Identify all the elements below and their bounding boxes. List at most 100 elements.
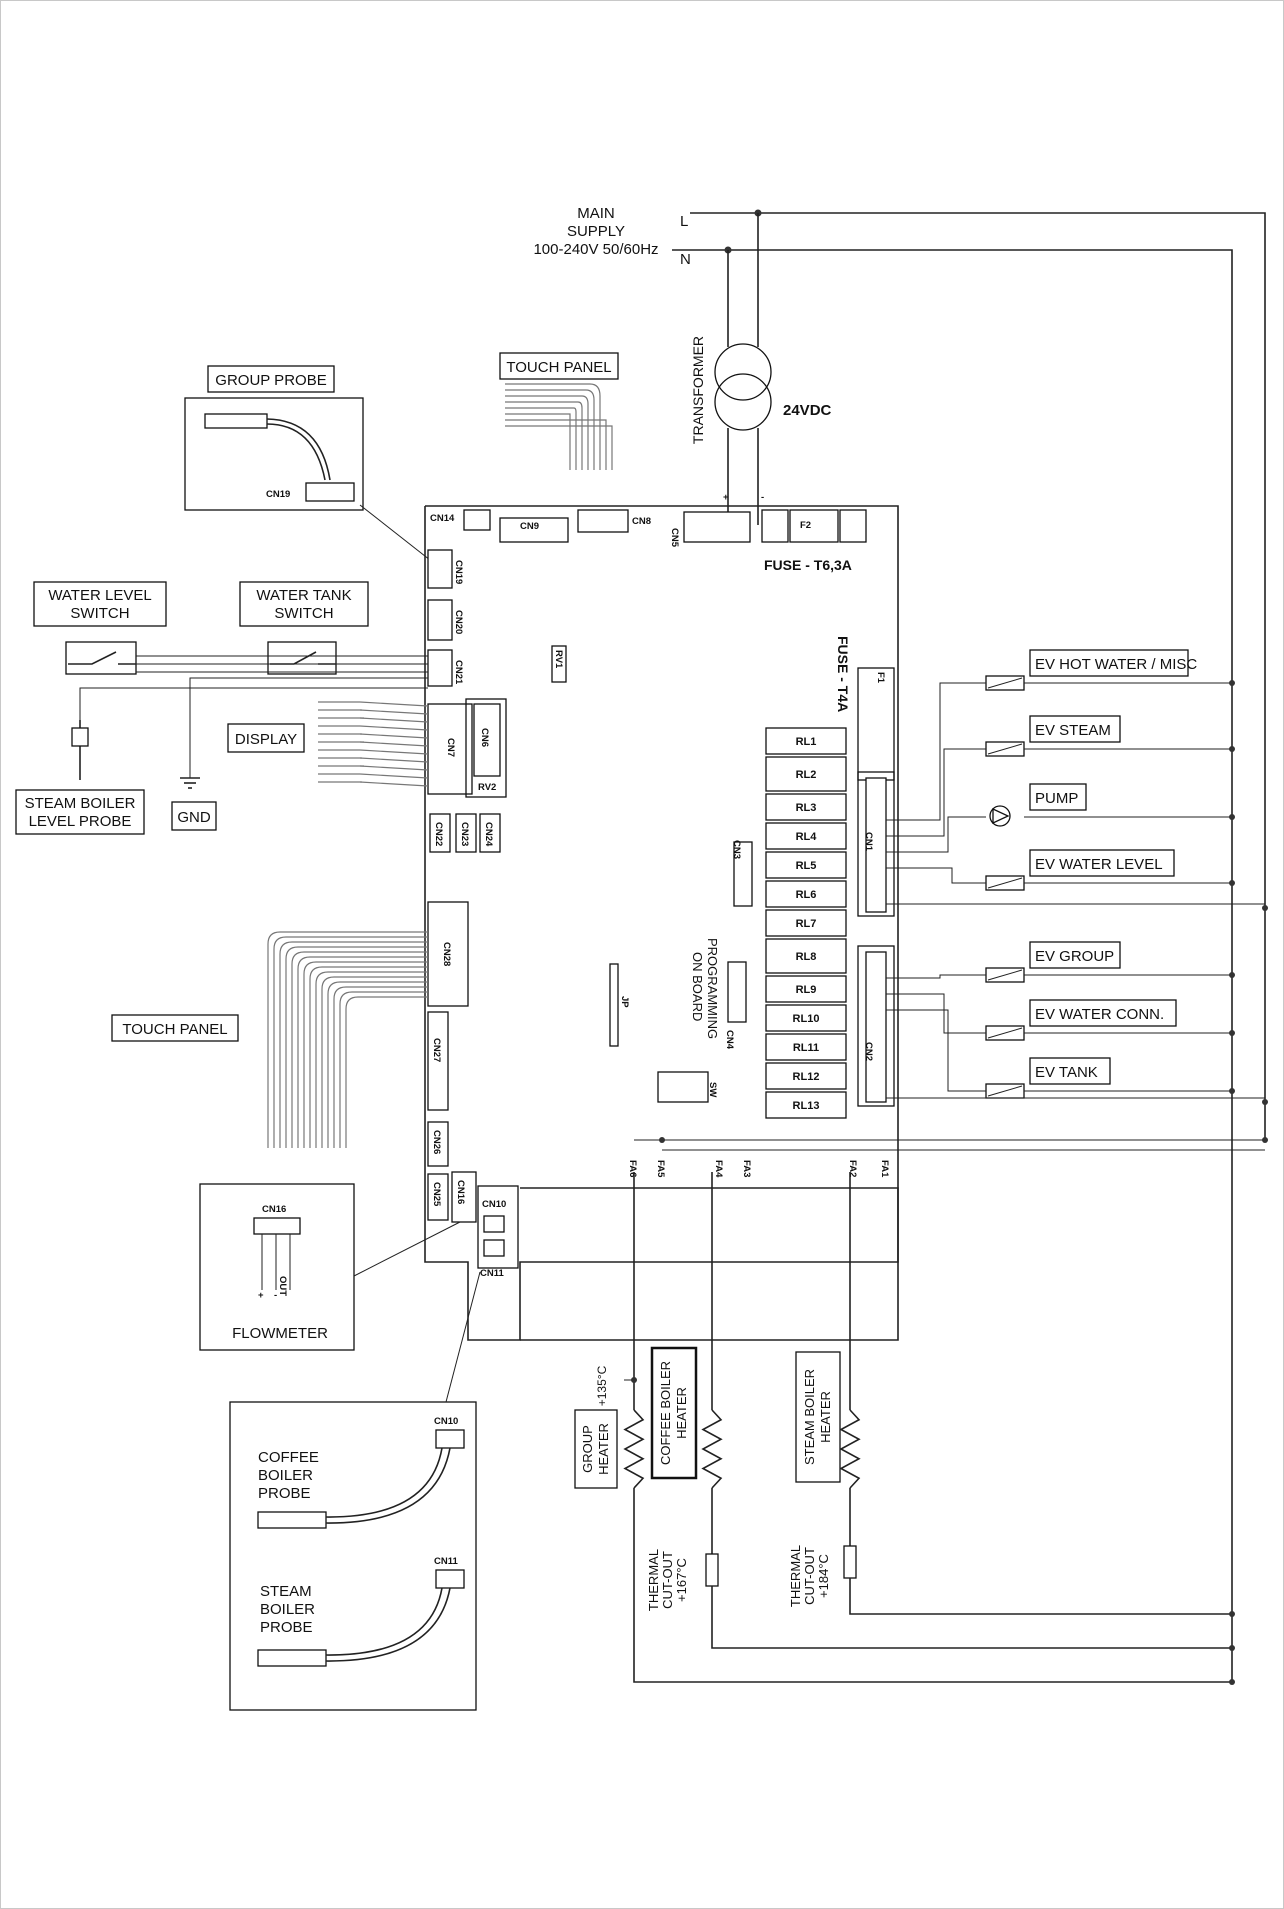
relay-11 xyxy=(765,1033,847,1061)
load-wire-output xyxy=(886,816,986,853)
cn26-label: CN26 xyxy=(431,1130,442,1154)
water-level-switch-label-1: WATER LEVEL xyxy=(48,587,151,604)
cn25-label: CN25 xyxy=(431,1182,442,1207)
touch-panel-left: TOUCH PANEL xyxy=(111,931,428,1148)
cn11-board-connector xyxy=(483,1239,505,1257)
relay-12 xyxy=(765,1062,847,1090)
steam-probe-cable xyxy=(325,1587,451,1662)
steam-level-probe: STEAM BOILER LEVEL PROBE GND xyxy=(15,720,217,835)
relay-label: RL6 xyxy=(796,889,817,901)
load-label-box xyxy=(1029,941,1121,969)
coffee-probe-cable xyxy=(325,1447,443,1518)
coffee-probe-label-3: PROBE xyxy=(258,1485,311,1502)
coffee-probe-connector xyxy=(435,1429,465,1449)
water-tank-switch-box xyxy=(239,581,369,627)
cn7-connector xyxy=(427,703,473,795)
junction xyxy=(1229,1645,1235,1651)
sw-dip-switch xyxy=(657,1071,709,1103)
junction xyxy=(1229,972,1235,978)
transformer-coil-primary xyxy=(714,343,772,401)
coffee-probe-sensor xyxy=(257,1511,327,1529)
ribbon-wire xyxy=(315,971,428,1148)
rv1-label: RV1 xyxy=(553,650,564,669)
cn4-connector xyxy=(727,961,747,1023)
coffee-heater-resistor xyxy=(701,1409,723,1489)
fuse-f1 xyxy=(857,667,895,781)
junction xyxy=(659,1137,665,1143)
cn14-label: CN14 xyxy=(430,513,455,524)
junction xyxy=(1229,814,1235,820)
steam-probe-label-3: PROBE xyxy=(260,1619,313,1636)
cn27-label: CN27 xyxy=(431,1038,442,1062)
relay-label: RL10 xyxy=(793,1013,820,1025)
steam-boiler-level-probe-box xyxy=(15,789,145,835)
load-wire-output xyxy=(886,748,986,837)
load-label-box xyxy=(1029,783,1087,811)
group-probe-frame xyxy=(184,397,364,511)
display-label: DISPLAY xyxy=(235,731,297,748)
load-label-ev_water_level: EV WATER LEVEL xyxy=(1035,856,1163,873)
relay-label: RL9 xyxy=(796,984,817,996)
junction xyxy=(1229,746,1235,752)
steam-heater-return xyxy=(849,1578,1232,1615)
group-probe-cable xyxy=(266,423,326,481)
ribbon-wire xyxy=(267,931,428,1148)
cn2-frame xyxy=(857,945,895,1107)
pump-arrow xyxy=(992,807,1010,825)
junction xyxy=(1229,680,1235,686)
level-switches: WATER LEVEL SWITCH WATER TANK SWITCH xyxy=(33,581,428,778)
load-label-ev_group: EV GROUP xyxy=(1035,948,1114,965)
gnd-label: GND xyxy=(177,809,211,826)
cn6-frame xyxy=(465,698,507,798)
cn16-board-connector xyxy=(451,1171,477,1223)
junction xyxy=(631,1377,637,1383)
fa-label: FA4 xyxy=(713,1160,724,1178)
cn19-board-label: CN19 xyxy=(453,560,464,584)
cn23-label: CN23 xyxy=(459,822,470,846)
ribbon-wire xyxy=(359,749,429,755)
coffee-heater-label-1: COFFEE BOILER xyxy=(658,1361,673,1465)
switch-contact xyxy=(270,651,317,665)
steam-heater-label-2: HEATER xyxy=(818,1391,833,1443)
rv1-trimmer xyxy=(551,645,567,683)
junction xyxy=(1262,905,1268,911)
steam-probe-cable xyxy=(325,1587,443,1656)
heaters: GROUP HEATER +135°C COFFEE BOILER HEATER… xyxy=(574,1172,1235,1685)
coffee-probe-connector-label: CN10 xyxy=(434,1416,458,1427)
ribbon-wire xyxy=(297,956,428,1148)
line-neutral-label: N xyxy=(680,251,691,268)
load-wire-output xyxy=(886,974,986,979)
coffee-heater-return xyxy=(711,1586,1232,1649)
probe-wire xyxy=(79,687,428,720)
fa-label: FA1 xyxy=(879,1160,890,1178)
cn5-connector xyxy=(683,511,751,543)
main-supply: MAIN SUPPLY 100-240V 50/60Hz L N xyxy=(533,205,1266,1680)
transformer-label: TRANSFORMER xyxy=(690,336,706,444)
relay-7 xyxy=(765,909,847,937)
steam-probe-sensor xyxy=(257,1649,327,1667)
group-heater-label-1: GROUP xyxy=(580,1425,595,1473)
load-label-ev_tank: EV TANK xyxy=(1035,1064,1098,1081)
cn11-board-label: CN11 xyxy=(480,1268,504,1279)
load-wire-output xyxy=(886,993,986,1034)
ribbon-wire xyxy=(359,741,429,747)
touch-panel-top-label: TOUCH PANEL xyxy=(506,359,611,376)
solenoid-valve-symbol xyxy=(987,743,1023,755)
ribbon-wire xyxy=(359,709,429,715)
group-probe-connector xyxy=(305,482,355,502)
junction xyxy=(1262,1137,1268,1143)
load-wire-output xyxy=(886,867,986,884)
boiler-probes: COFFEE BOILER PROBE CN10 STEAM BOILER PR… xyxy=(229,1271,481,1711)
cn5-label: CN5 xyxy=(669,528,680,548)
flowmeter-label: FLOWMETER xyxy=(232,1325,328,1342)
fuse-f2-label: F2 xyxy=(800,520,811,531)
cn6-connector xyxy=(473,703,501,777)
transformer-plus-label: + xyxy=(723,492,729,503)
relay-label: RL3 xyxy=(796,802,817,814)
ribbon-wire xyxy=(359,725,429,731)
relay-2 xyxy=(765,756,847,792)
coffee-thermal-cutout xyxy=(705,1553,719,1587)
ribbon-wire xyxy=(327,981,428,1148)
cn1-label: CN1 xyxy=(863,832,874,852)
gnd-box xyxy=(171,801,217,831)
